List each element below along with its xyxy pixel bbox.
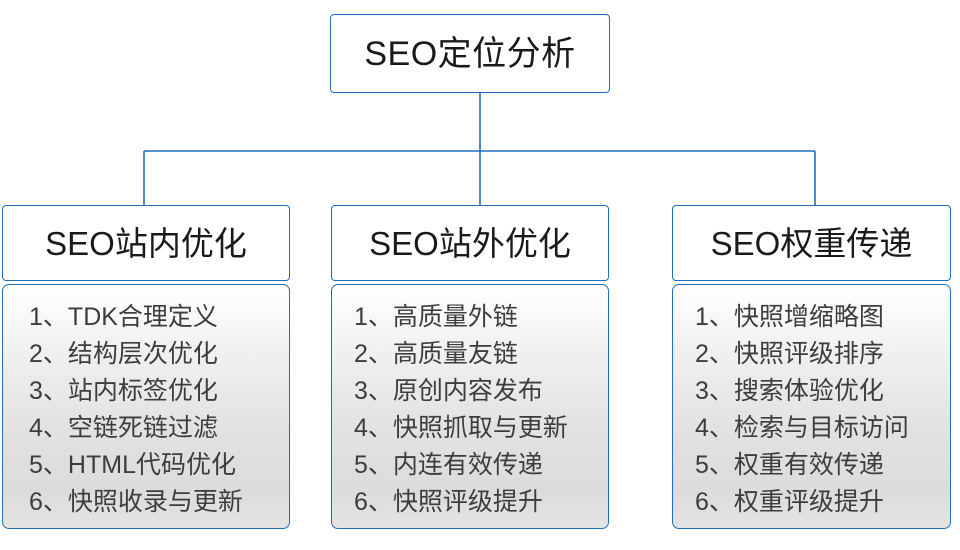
list-item: 5、权重有效传递 — [695, 447, 909, 484]
item-separator: 、 — [367, 451, 393, 479]
item-separator: 、 — [708, 377, 734, 405]
item-index: 5 — [354, 451, 368, 479]
item-separator: 、 — [367, 303, 393, 331]
item-text: 快照抓取与更新 — [392, 414, 568, 442]
item-text: 检索与目标访问 — [733, 414, 909, 442]
item-index: 3 — [354, 377, 368, 405]
branch-body-1: 1、TDK合理定义 2、结构层次优化 3、站内标签优化 4、空链死链过滤 5、H… — [2, 284, 290, 529]
item-separator: 、 — [42, 488, 68, 516]
item-text: 快照收录与更新 — [67, 488, 243, 516]
item-separator: 、 — [708, 488, 734, 516]
item-text: 内连有效传递 — [392, 451, 543, 479]
list-item: 1、高质量外链 — [354, 299, 568, 336]
list-item: 5、HTML代码优化 — [29, 447, 243, 484]
item-index: 2 — [695, 340, 709, 368]
list-item: 4、快照抓取与更新 — [354, 410, 568, 447]
branch-header-title-1: SEO站内优化 — [45, 224, 247, 262]
item-text: 结构层次优化 — [67, 340, 218, 368]
item-index: 5 — [29, 451, 43, 479]
branch-header-title-3: SEO权重传递 — [710, 224, 913, 262]
list-item: 3、搜索体验优化 — [695, 373, 909, 410]
item-index: 1 — [29, 303, 43, 331]
item-separator: 、 — [367, 414, 393, 442]
item-index: 4 — [354, 414, 368, 442]
item-index: 2 — [29, 340, 43, 368]
branch-header-1[interactable]: SEO站内优化 — [2, 205, 290, 281]
item-text: 权重评级提升 — [733, 488, 884, 516]
item-index: 6 — [695, 488, 709, 516]
item-separator: 、 — [708, 303, 734, 331]
branch-header-2[interactable]: SEO站外优化 — [331, 205, 609, 281]
list-item: 2、快照评级排序 — [695, 336, 909, 373]
item-separator: 、 — [42, 340, 68, 368]
item-index: 2 — [354, 340, 368, 368]
branch-item-list-2: 1、高质量外链 2、高质量友链 3、原创内容发布 4、快照抓取与更新 5、内连有… — [332, 299, 568, 521]
list-item: 6、快照评级提升 — [354, 484, 568, 521]
item-separator: 、 — [708, 451, 734, 479]
list-item: 2、高质量友链 — [354, 336, 568, 373]
item-separator: 、 — [367, 340, 393, 368]
item-text: 站内标签优化 — [67, 377, 218, 405]
branch-column-1: SEO站内优化 1、TDK合理定义 2、结构层次优化 3、站内标签优化 4、空链… — [2, 205, 290, 529]
item-separator: 、 — [42, 377, 68, 405]
branch-item-list-1: 1、TDK合理定义 2、结构层次优化 3、站内标签优化 4、空链死链过滤 5、H… — [3, 299, 243, 521]
branch-header-title-2: SEO站外优化 — [369, 224, 571, 262]
item-index: 4 — [695, 414, 709, 442]
item-index: 1 — [695, 303, 709, 331]
item-index: 6 — [354, 488, 368, 516]
item-separator: 、 — [708, 414, 734, 442]
item-index: 3 — [695, 377, 709, 405]
branch-body-2: 1、高质量外链 2、高质量友链 3、原创内容发布 4、快照抓取与更新 5、内连有… — [331, 284, 609, 529]
branch-column-3: SEO权重传递 1、快照增缩略图 2、快照评级排序 3、搜索体验优化 4、检索与… — [672, 205, 951, 529]
item-text: 权重有效传递 — [733, 451, 884, 479]
item-text: 快照增缩略图 — [733, 303, 884, 331]
item-index: 6 — [29, 488, 43, 516]
item-separator: 、 — [42, 451, 68, 479]
list-item: 3、站内标签优化 — [29, 373, 243, 410]
list-item: 2、结构层次优化 — [29, 336, 243, 373]
list-item: 3、原创内容发布 — [354, 373, 568, 410]
branch-header-3[interactable]: SEO权重传递 — [672, 205, 951, 281]
item-text: TDK合理定义 — [67, 303, 218, 331]
list-item: 6、快照收录与更新 — [29, 484, 243, 521]
item-text: 快照评级提升 — [392, 488, 543, 516]
item-separator: 、 — [367, 377, 393, 405]
item-index: 1 — [354, 303, 368, 331]
item-index: 5 — [695, 451, 709, 479]
item-text: 原创内容发布 — [392, 377, 543, 405]
item-text: 高质量友链 — [392, 340, 518, 368]
list-item: 1、TDK合理定义 — [29, 299, 243, 336]
branch-item-list-3: 1、快照增缩略图 2、快照评级排序 3、搜索体验优化 4、检索与目标访问 5、权… — [673, 299, 909, 521]
list-item: 1、快照增缩略图 — [695, 299, 909, 336]
branch-column-2: SEO站外优化 1、高质量外链 2、高质量友链 3、原创内容发布 4、快照抓取与… — [331, 205, 609, 529]
item-separator: 、 — [708, 340, 734, 368]
item-separator: 、 — [42, 303, 68, 331]
item-separator: 、 — [367, 488, 393, 516]
item-index: 4 — [29, 414, 43, 442]
list-item: 6、权重评级提升 — [695, 484, 909, 521]
item-text: 搜索体验优化 — [733, 377, 884, 405]
branch-body-3: 1、快照增缩略图 2、快照评级排序 3、搜索体验优化 4、检索与目标访问 5、权… — [672, 284, 951, 529]
item-text: 空链死链过滤 — [67, 414, 218, 442]
item-text: HTML代码优化 — [67, 451, 236, 479]
item-text: 高质量外链 — [392, 303, 518, 331]
root-node[interactable]: SEO定位分析 — [330, 14, 610, 93]
root-node-title: SEO定位分析 — [364, 34, 576, 73]
list-item: 4、空链死链过滤 — [29, 410, 243, 447]
list-item: 4、检索与目标访问 — [695, 410, 909, 447]
item-index: 3 — [29, 377, 43, 405]
item-separator: 、 — [42, 414, 68, 442]
item-text: 快照评级排序 — [733, 340, 884, 368]
list-item: 5、内连有效传递 — [354, 447, 568, 484]
